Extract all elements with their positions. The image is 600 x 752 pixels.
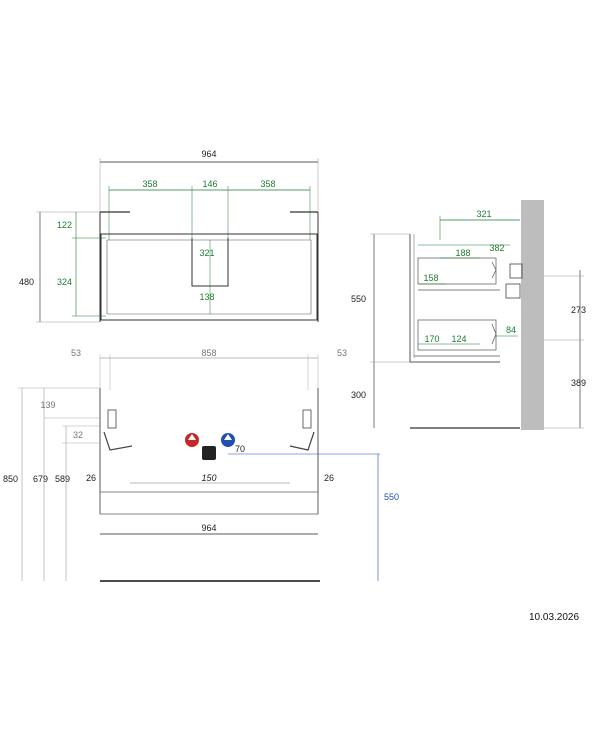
- cold-water-icon: [221, 433, 235, 447]
- plan-53-left: 53: [71, 348, 81, 358]
- plan-32: 32: [73, 430, 83, 440]
- front-width-label: 964: [201, 149, 216, 159]
- plan-26-right: 26: [324, 473, 334, 483]
- side-158: 158: [423, 273, 438, 283]
- plan-679: 679: [33, 474, 48, 484]
- drain-outlet: [202, 446, 216, 460]
- side-273: 273: [571, 305, 586, 315]
- wall: [521, 200, 544, 430]
- plan-70: 70: [235, 444, 245, 454]
- notch-bottom-label: 138: [199, 292, 214, 302]
- install-view: 53 858 53 70 150 26 26 964: [3, 348, 399, 582]
- plan-858: 858: [201, 348, 216, 358]
- plan-26-left: 26: [86, 473, 96, 483]
- front-h-top: 122: [57, 220, 72, 230]
- side-382: 382: [489, 243, 504, 253]
- side-170: 170: [424, 334, 439, 344]
- side-550: 550: [351, 294, 366, 304]
- side-300: 300: [351, 390, 366, 400]
- front-seg-right: 358: [260, 179, 275, 189]
- front-view: 964 358 146 358 321 138 480 122: [19, 149, 319, 323]
- side-124: 124: [451, 334, 466, 344]
- plan-964: 964: [201, 523, 216, 533]
- side-188: 188: [455, 248, 470, 258]
- hot-water-icon: [185, 433, 199, 447]
- plan-589: 589: [55, 474, 70, 484]
- side-view: 321 382 188 158 170 124 84 550 300: [351, 200, 586, 430]
- plan-139: 139: [40, 400, 55, 410]
- plan-150: 150: [201, 473, 216, 483]
- side-depth-label: 321: [476, 209, 491, 219]
- drawing-date: 10.03.2026: [529, 612, 580, 623]
- front-h-body: 324: [57, 277, 72, 287]
- plan-550: 550: [384, 492, 399, 502]
- plan-53-right: 53: [337, 348, 347, 358]
- side-84: 84: [506, 325, 516, 335]
- plan-850: 850: [3, 474, 18, 484]
- notch-depth-label: 321: [199, 248, 214, 258]
- front-seg-left: 358: [142, 179, 157, 189]
- side-389: 389: [571, 378, 586, 388]
- front-seg-mid: 146: [202, 179, 217, 189]
- front-height-label: 480: [19, 277, 34, 287]
